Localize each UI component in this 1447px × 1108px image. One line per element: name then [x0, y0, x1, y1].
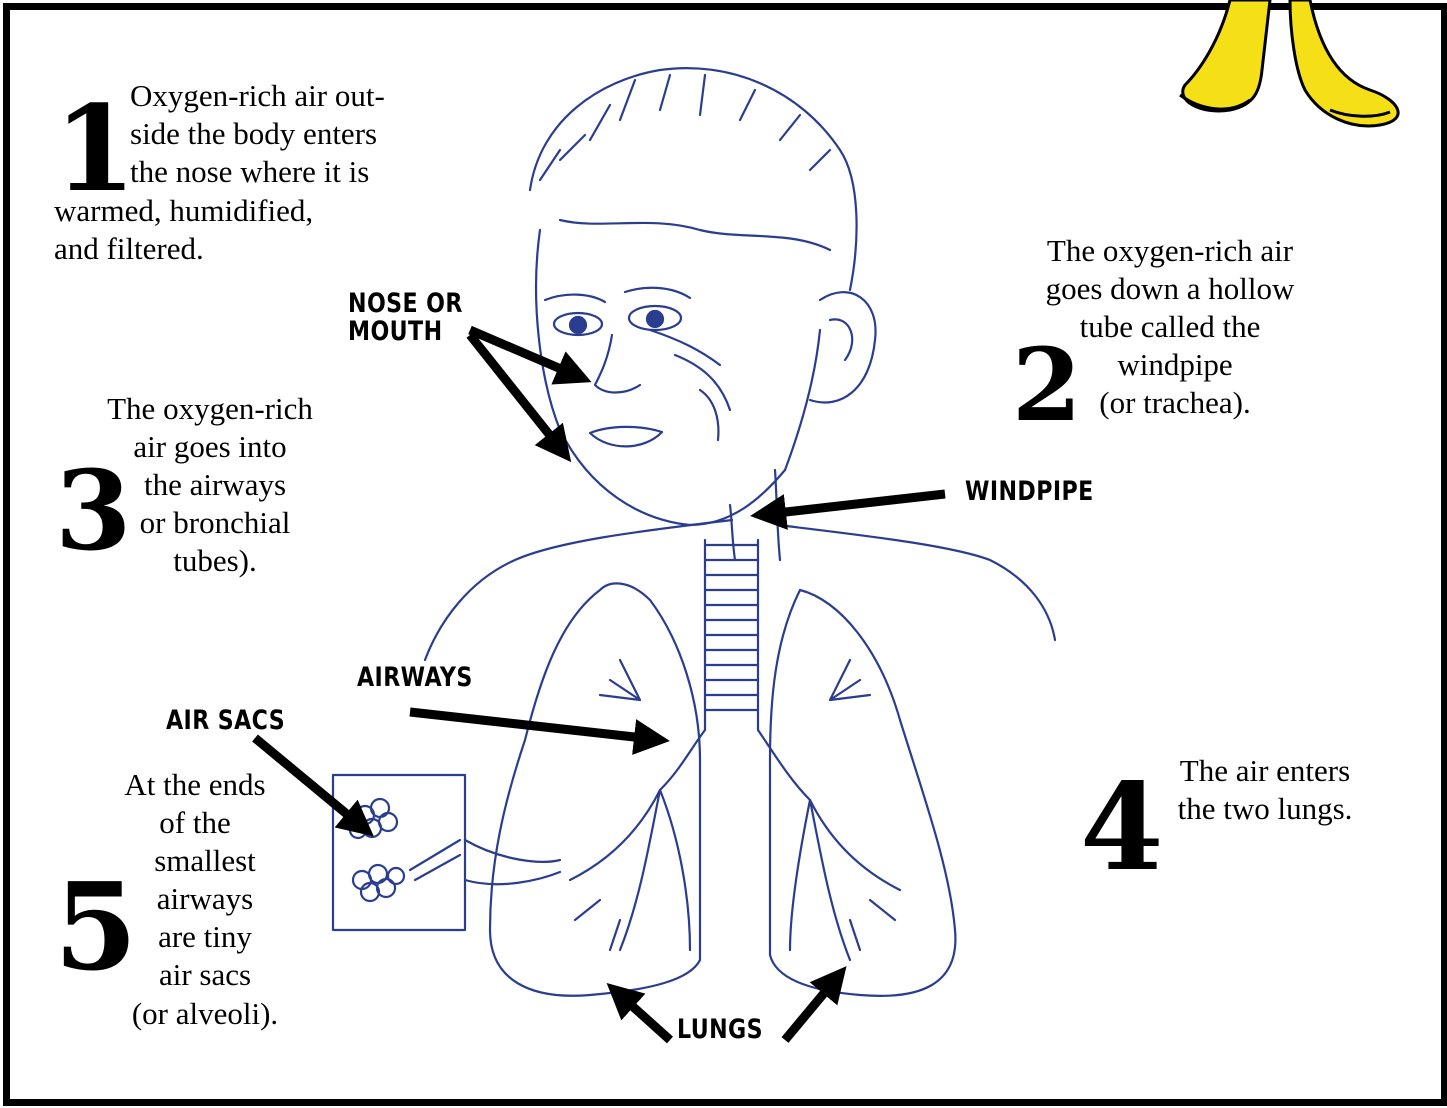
label-nose-line: NOSE OR	[348, 290, 463, 318]
step-5-line: air sacs	[100, 956, 310, 994]
step-3-line: or bronchial	[115, 504, 315, 542]
step-1-line: warmed, humidified,	[54, 192, 313, 230]
step-1-line: and filtered.	[54, 230, 313, 268]
step-4-line: The air enters	[1160, 752, 1370, 790]
step-1-line: the nose where it is	[130, 153, 385, 191]
step-4-line: the two lungs.	[1160, 790, 1370, 828]
step-5-line: (or alveoli).	[100, 995, 310, 1033]
step-3-line: The oxygen-rich	[85, 390, 335, 428]
arrow-to-right-lung	[785, 980, 835, 1040]
step-3-line: tubes).	[115, 542, 315, 580]
step-2-line: (or trachea).	[1075, 384, 1275, 422]
step-2-number: 2	[1012, 335, 1082, 435]
step-4-text: The air enters the two lungs.	[1160, 752, 1370, 828]
step-5-line: At the ends	[95, 766, 295, 804]
step-5-line: smallest	[100, 842, 310, 880]
step-4-number: 4	[1080, 768, 1164, 888]
step-1-line: side the body enters	[130, 115, 385, 153]
step-5-text-top: At the ends of the	[95, 766, 295, 842]
step-1-text-bottom: warmed, humidified, and filtered.	[54, 192, 313, 268]
step-5-line: airways	[100, 880, 310, 918]
label-air-sacs: AIR SACS	[166, 707, 285, 735]
step-3-text-bottom: the airways or bronchial tubes).	[115, 466, 315, 580]
label-lungs: LUNGS	[677, 1016, 763, 1044]
step-2-text-bottom: windpipe (or trachea).	[1075, 346, 1275, 422]
arrow-to-windpipe	[768, 494, 945, 514]
step-3-line: the airways	[115, 466, 315, 504]
arrow-to-left-lung	[620, 995, 670, 1040]
label-windpipe: WINDPIPE	[965, 478, 1094, 506]
step-1-number: 1	[54, 90, 136, 208]
arrow-to-airways	[410, 712, 652, 739]
label-airways: AIRWAYS	[357, 664, 473, 692]
step-2-line: goes down a hollow	[1030, 270, 1310, 308]
label-nose-or-mouth: NOSE OR MOUTH	[348, 290, 463, 347]
step-5-line: of the	[95, 804, 295, 842]
step-1-text-top: Oxygen-rich air out- side the body enter…	[130, 77, 385, 191]
step-2-line: The oxygen-rich air	[1030, 232, 1310, 270]
step-5-line: are tiny	[100, 918, 310, 956]
step-5-text-bottom: smallest airways are tiny air sacs (or a…	[100, 842, 310, 1033]
step-1-line: Oxygen-rich air out-	[130, 77, 385, 115]
step-2-line: windpipe	[1075, 346, 1275, 384]
label-mouth-line: MOUTH	[348, 318, 463, 346]
